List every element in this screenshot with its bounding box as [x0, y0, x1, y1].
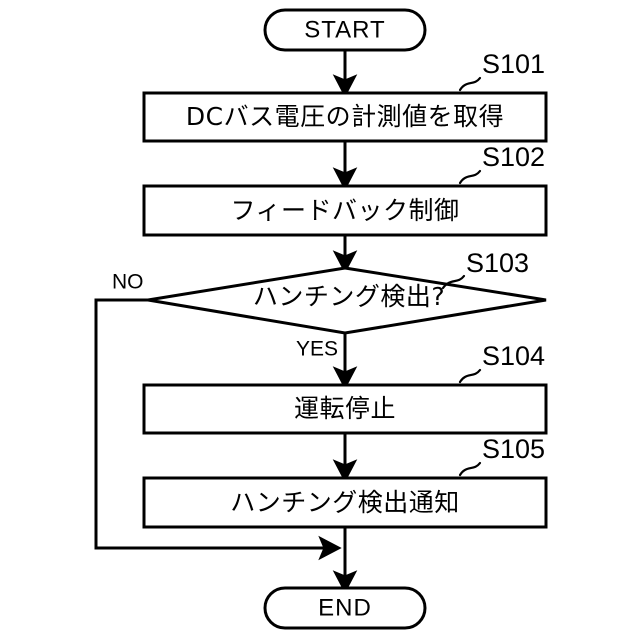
s102-process-shape [142, 184, 548, 237]
end-terminator-shape [263, 586, 427, 630]
s105-step-number: S105 [482, 434, 545, 464]
s103-step-number: S103 [466, 248, 529, 278]
s103-leader-line [441, 274, 466, 290]
start-label: START [304, 16, 385, 43]
branch-label-no: NO [112, 271, 144, 294]
node-s104: 運転停止 S104 [142, 341, 548, 435]
s102-leader-line [458, 169, 482, 185]
end-label: END [318, 594, 372, 621]
s105-process-shape [142, 476, 548, 529]
s102-label: フィードバック制御 [230, 196, 459, 225]
s101-step-number: S101 [482, 49, 545, 79]
s101-label: DCバス電圧の計測値を取得 [186, 102, 504, 131]
s104-leader-line [458, 368, 482, 384]
start-terminator-shape [263, 8, 427, 52]
s103-label: ハンチング検出? [253, 282, 445, 311]
s105-label: ハンチング検出通知 [230, 488, 460, 517]
node-s101: DCバス電圧の計測値を取得 S101 [142, 49, 548, 143]
connector-s103-no-bypass [94, 298, 342, 561]
s101-process-shape [142, 91, 548, 143]
s101-leader-line [458, 76, 482, 92]
s105-leader-line [458, 461, 482, 477]
s104-step-number: S104 [482, 341, 545, 371]
node-start: START [263, 8, 427, 52]
node-s102: フィードバック制御 S102 [142, 142, 548, 237]
node-s105: ハンチング検出通知 S105 [142, 434, 548, 529]
branch-label-yes: YES [296, 338, 338, 361]
s104-label: 運転停止 [294, 394, 396, 423]
node-s103: ハンチング検出? S103 NO YES [112, 248, 547, 361]
node-end: END [263, 586, 427, 630]
s104-process-shape [142, 383, 548, 435]
s102-step-number: S102 [482, 142, 545, 172]
